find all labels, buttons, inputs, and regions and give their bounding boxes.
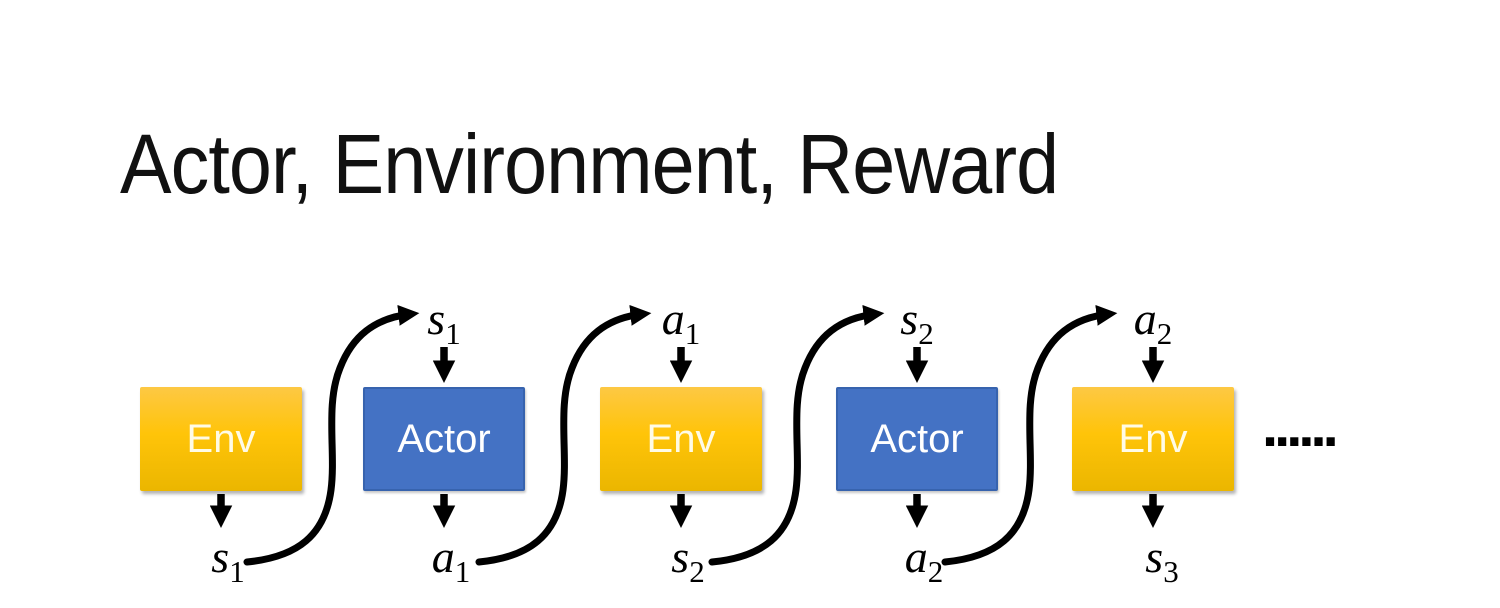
env-box-3: Env	[1072, 387, 1234, 491]
bottom-label-s3: s3	[1102, 531, 1222, 588]
bottom-label-s1: s1	[168, 531, 288, 588]
output-arrows	[209, 494, 1165, 528]
top-label-a1-base: a	[661, 293, 685, 344]
bottom-label-a1: a1	[391, 531, 511, 588]
actor-box-2: Actor	[836, 387, 998, 491]
input-arrows	[432, 347, 1165, 383]
top-label-s2-base: s	[900, 293, 919, 344]
top-label-a2-base: a	[1133, 293, 1157, 344]
bottom-label-a2: a2	[864, 531, 984, 588]
top-label-s1: s1	[384, 293, 504, 350]
actor-box-1-label: Actor	[397, 416, 491, 461]
env-box-1-label: Env	[186, 416, 256, 461]
bottom-label-a1-base: a	[431, 531, 455, 582]
top-label-s1-base: s	[427, 293, 446, 344]
env-box-3-label: Env	[1118, 416, 1188, 461]
top-label-a1: a1	[621, 293, 741, 350]
bottom-label-a2-base: a	[904, 531, 928, 582]
env-box-1: Env	[140, 387, 302, 491]
bottom-label-s3-sub: 3	[1163, 554, 1179, 589]
bottom-label-s2-base: s	[671, 531, 690, 582]
bottom-label-s1-base: s	[211, 531, 230, 582]
env-box-2-label: Env	[646, 416, 716, 461]
slide-title: Actor, Environment, Reward	[120, 117, 1059, 211]
actor-box-2-label: Actor	[870, 416, 964, 461]
top-label-a2-sub: 2	[1156, 316, 1173, 351]
top-label-s2: s2	[857, 293, 977, 350]
bottom-label-s1-sub: 1	[229, 554, 245, 589]
top-label-a2: a2	[1093, 293, 1213, 350]
bottom-label-s2: s2	[628, 531, 748, 588]
env-box-2: Env	[600, 387, 762, 491]
bottom-label-s2-sub: 2	[689, 554, 705, 589]
actor-box-1: Actor	[363, 387, 525, 491]
bottom-label-a1-sub: 1	[454, 554, 471, 589]
top-label-s2-sub: 2	[918, 316, 934, 351]
bottom-label-s3-base: s	[1145, 531, 1164, 582]
bottom-label-a2-sub: 2	[927, 554, 944, 589]
top-label-a1-sub: 1	[684, 316, 701, 351]
continuation-dots: ......	[1262, 394, 1339, 459]
top-label-s1-sub: 1	[445, 316, 461, 351]
